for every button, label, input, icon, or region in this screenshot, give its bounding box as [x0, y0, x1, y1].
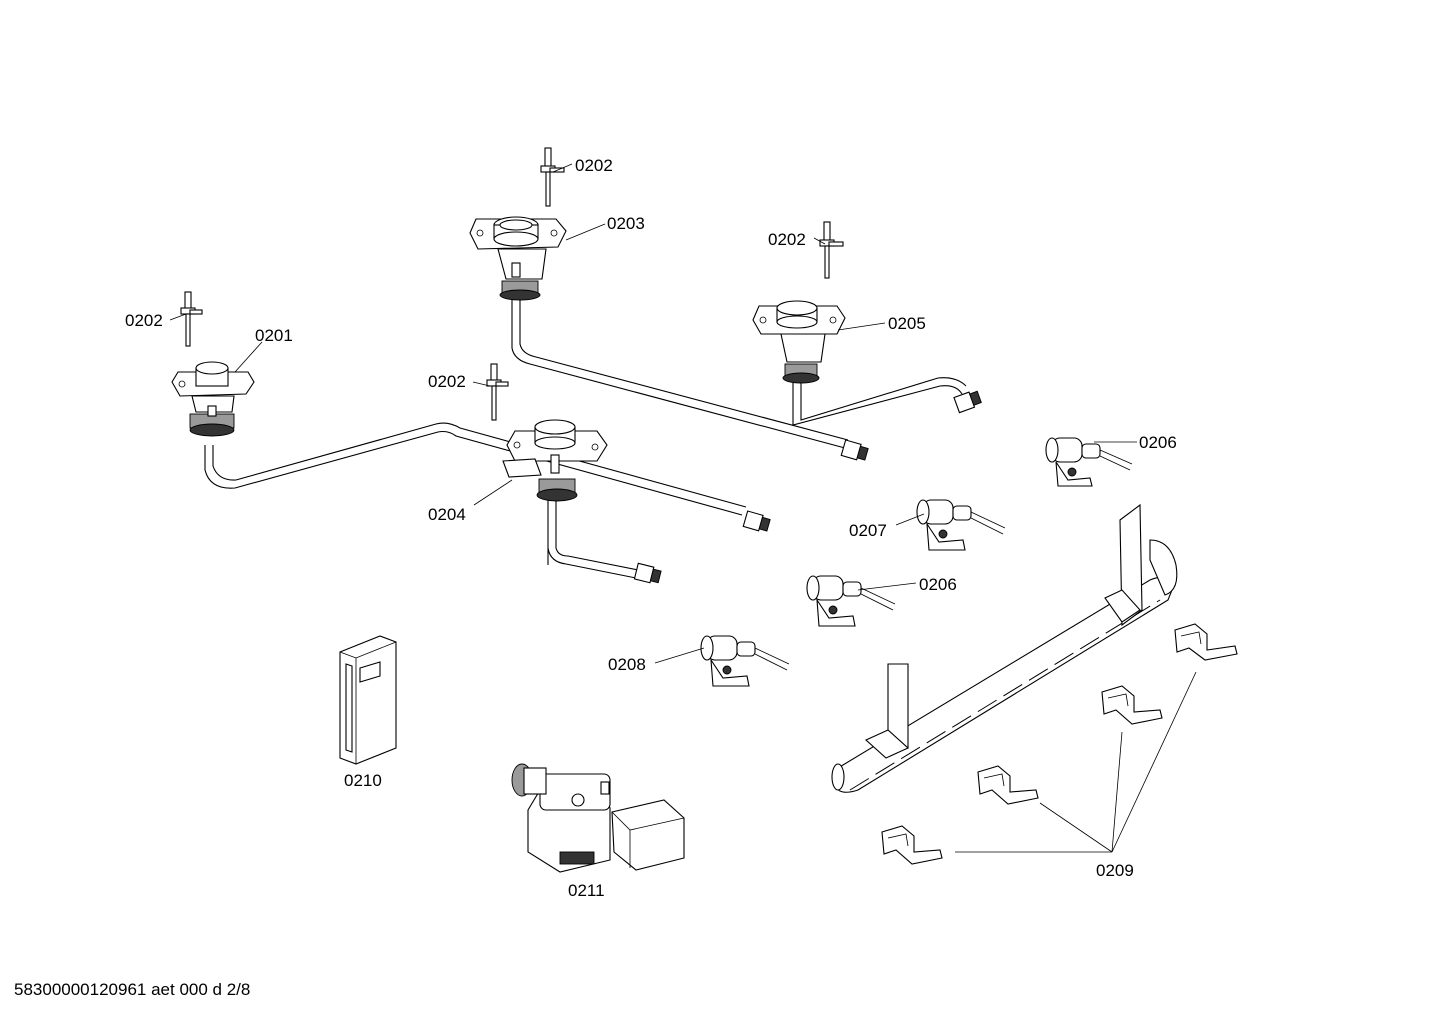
leader-lines — [169, 163, 1197, 853]
label-0205: 0205 — [888, 314, 926, 333]
burner-base-0201 — [171, 361, 255, 437]
gas-tap — [1045, 437, 1133, 487]
label-0209: 0209 — [1096, 861, 1134, 880]
label-0208: 0208 — [608, 655, 646, 674]
thermocouple-pin — [180, 291, 203, 347]
label-0202-top: 0202 — [575, 156, 613, 175]
label-0202-left: 0202 — [125, 311, 163, 330]
mounting-clips — [881, 623, 1238, 865]
label-0203: 0203 — [607, 214, 645, 233]
drawing-reference-footer: 58300000120961 aet 000 d 2/8 — [14, 980, 251, 999]
label-0211: 0211 — [568, 881, 605, 900]
label-0202-middle: 0202 — [428, 372, 466, 391]
gas-tap — [700, 635, 790, 687]
clip — [1101, 685, 1163, 725]
thermocouple-pin — [486, 363, 509, 421]
label-0206-bottom: 0206 — [919, 575, 957, 594]
label-0202-right: 0202 — [768, 230, 806, 249]
label-0201: 0201 — [255, 326, 293, 345]
label-0207: 0207 — [849, 521, 887, 540]
burner-base-0203 — [469, 216, 567, 301]
thermocouple-pin — [540, 147, 565, 207]
part-labels: 0202 0203 0202 0205 0202 0201 0202 0206 … — [125, 156, 1177, 900]
gas-tap — [806, 575, 896, 627]
burner-base-0205 — [752, 300, 846, 384]
clip — [881, 825, 943, 865]
label-0206-top: 0206 — [1139, 433, 1177, 452]
ignition-module-0210 — [339, 635, 397, 765]
label-0210: 0210 — [344, 771, 382, 790]
safety-valve-0211 — [511, 763, 685, 873]
thermocouple-pin — [819, 221, 844, 279]
manifold-bar — [831, 503, 1178, 793]
label-0204: 0204 — [428, 505, 466, 524]
clip — [977, 765, 1039, 805]
gas-taps — [700, 437, 1133, 687]
clip — [1174, 623, 1238, 661]
pipe-nuts — [633, 390, 982, 584]
burner-base-0204 — [502, 419, 608, 502]
gas-tap — [916, 499, 1006, 551]
gas-pipes — [204, 300, 967, 579]
